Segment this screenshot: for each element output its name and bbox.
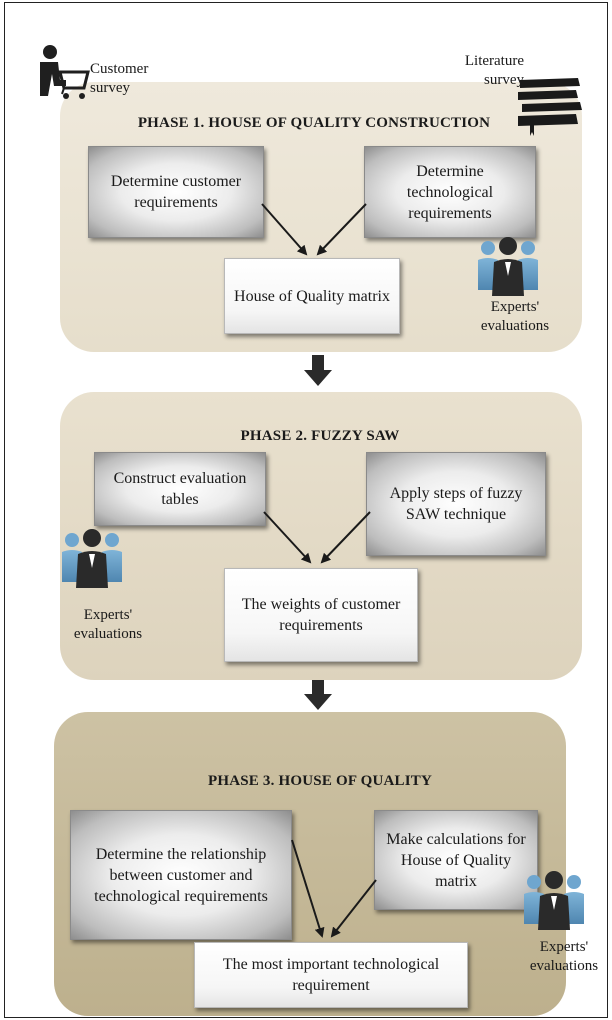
phase3-experts-label: Experts' evaluations bbox=[529, 939, 599, 974]
phase3-box-most-important: The most important technological require… bbox=[194, 942, 468, 1008]
customer-survey-label: Customer survey bbox=[90, 61, 149, 96]
phase1-arrow-left bbox=[261, 203, 308, 256]
phase2-box-fuzzy-saw-steps: Apply steps of fuzzy SAW technique bbox=[366, 452, 546, 556]
shopping-cart-person-icon bbox=[40, 45, 90, 99]
phase1-box-technological-requirements: Determine technological requirements bbox=[364, 146, 536, 238]
phase3-box-calculations: Make calculations for House of Quality m… bbox=[374, 810, 538, 910]
experts-group-icon bbox=[524, 871, 584, 930]
phase3-arrow-left bbox=[291, 839, 325, 938]
phase1-experts-label: Experts' evaluations bbox=[480, 299, 550, 334]
phase2-title: PHASE 2. FUZZY SAW bbox=[240, 428, 400, 444]
experts-group-icon bbox=[62, 529, 122, 588]
phase3-box-relationship: Determine the relationship between custo… bbox=[70, 810, 292, 940]
phase1-arrow-right bbox=[316, 203, 367, 256]
phase2-arrow-right bbox=[320, 511, 371, 564]
phase3-arrow-right bbox=[330, 879, 377, 938]
literature-survey-label: Literature survey bbox=[464, 53, 524, 88]
figure-frame bbox=[4, 2, 608, 1018]
books-icon bbox=[518, 78, 582, 136]
down-arrow-icon bbox=[304, 355, 332, 386]
experts-group-icon bbox=[478, 237, 538, 296]
phase1-title: PHASE 1. HOUSE OF QUALITY CONSTRUCTION bbox=[137, 115, 491, 131]
phase1-box-customer-requirements: Determine customer requirements bbox=[88, 146, 264, 238]
down-arrow-icon bbox=[304, 680, 332, 710]
phase2-arrow-left bbox=[263, 511, 312, 564]
phase2-experts-label: Experts' evaluations bbox=[73, 607, 143, 642]
phase3-title: PHASE 3. HOUSE OF QUALITY bbox=[207, 773, 433, 789]
phase2-box-evaluation-tables: Construct evaluation tables bbox=[94, 452, 266, 526]
phase1-box-hoq-matrix: House of Quality matrix bbox=[224, 258, 400, 334]
phase2-box-weights: The weights of customer requirements bbox=[224, 568, 418, 662]
